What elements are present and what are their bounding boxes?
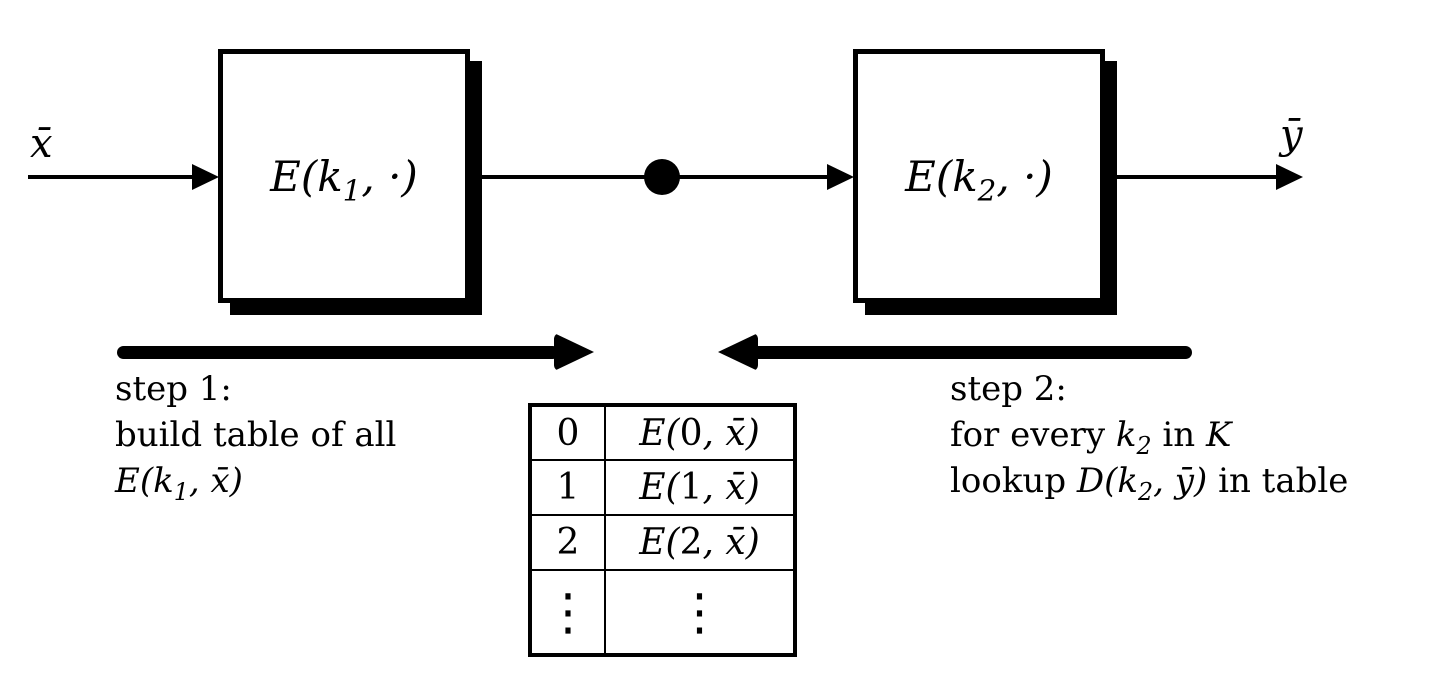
step2-line3-math1: D(k: [1076, 461, 1139, 501]
box1-label-post: , ·): [361, 151, 418, 201]
step2-line2-sub: 2: [1136, 431, 1152, 460]
box1-label-sub: 1: [342, 172, 362, 207]
output-arrowhead-icon: [1276, 164, 1303, 190]
table-row-ellipsis: ⋮ ⋮: [529, 569, 796, 656]
output-label-ybar: ȳ: [1280, 112, 1303, 158]
table-key-cell: 1: [529, 459, 606, 516]
value-num: 0: [679, 412, 703, 454]
step2-arrow-body: [752, 346, 1192, 359]
value-post: , x̄): [702, 412, 760, 454]
box2-label-sub: 2: [977, 172, 997, 207]
step1-title: step 1:: [115, 369, 232, 409]
step1-arrow-body: [117, 346, 559, 359]
step2-annotation: step 2: for every k2 in K lookup D(k2, ȳ…: [950, 366, 1348, 504]
step2-line2-keyspace: K: [1205, 415, 1232, 455]
step1-formula-post: , x̄): [188, 461, 243, 501]
value-post: , x̄): [702, 522, 760, 563]
table-key-cell: 0: [529, 404, 606, 461]
box2-label-pre: E(k: [905, 151, 978, 201]
table-value-cell: E(0, x̄): [604, 404, 796, 461]
step2-line3-text1: lookup: [950, 461, 1077, 501]
input-line: [28, 175, 194, 179]
step2-arrowhead-icon: [718, 333, 758, 371]
step1-annotation: step 1: build table of all E(k1, x̄): [115, 366, 396, 504]
table-value-cell: ⋮: [604, 569, 796, 656]
table-row: 2 E(2, x̄): [529, 514, 796, 571]
step2-line3-text2: in table: [1207, 461, 1349, 501]
table-value-cell: E(2, x̄): [604, 514, 796, 571]
encryption-box-2: E(k2, ·): [853, 49, 1105, 303]
value-pre: E(: [639, 412, 680, 454]
step2-line2-text2: in: [1151, 415, 1206, 455]
step1-formula-sub: 1: [173, 477, 189, 506]
input-arrowhead-icon: [192, 164, 219, 190]
encryption-box-2-label: E(k2, ·): [905, 151, 1053, 205]
step1-line2: build table of all: [115, 415, 397, 455]
connector-arrowhead-icon: [827, 164, 854, 190]
table-value-cell: E(1, x̄): [604, 459, 796, 516]
value-num: ⋮: [674, 583, 725, 641]
value-num: 2: [679, 522, 703, 563]
lookup-table: 0 E(0, x̄) 1 E(1, x̄) 2 E(2, x̄) ⋮ ⋮: [528, 403, 797, 657]
table-key-cell: 2: [529, 514, 606, 571]
encryption-box-1-label: E(k1, ·): [270, 151, 418, 205]
step2-line3-math2: , ȳ): [1153, 461, 1208, 501]
junction-dot: [644, 159, 680, 195]
step2-title: step 2:: [950, 369, 1067, 409]
box1-label-pre: E(k: [270, 151, 343, 201]
step2-line2-text1: for every: [950, 415, 1116, 455]
step2-line3: lookup D(k2, ȳ) in table: [950, 458, 1348, 504]
output-line: [1107, 175, 1276, 179]
box2-label-post: , ·): [996, 151, 1053, 201]
table-row: 1 E(1, x̄): [529, 459, 796, 516]
table-row: 0 E(0, x̄): [529, 404, 796, 461]
table-key-cell: ⋮: [529, 569, 606, 656]
step1-arrowhead-icon: [554, 333, 594, 371]
step2-line3-sub: 2: [1138, 477, 1154, 506]
value-pre: E(: [639, 522, 680, 563]
step2-line2-math1: k: [1115, 415, 1137, 455]
value-num: 1: [679, 467, 703, 508]
step1-formula-pre: E(k: [115, 461, 174, 501]
step1-formula: E(k1, x̄): [115, 458, 396, 504]
value-post: , x̄): [702, 467, 760, 508]
value-pre: E(: [639, 467, 680, 508]
step2-line2: for every k2 in K: [950, 412, 1348, 458]
encryption-box-1: E(k1, ·): [218, 49, 470, 303]
input-label-xbar: x̄: [30, 121, 53, 167]
